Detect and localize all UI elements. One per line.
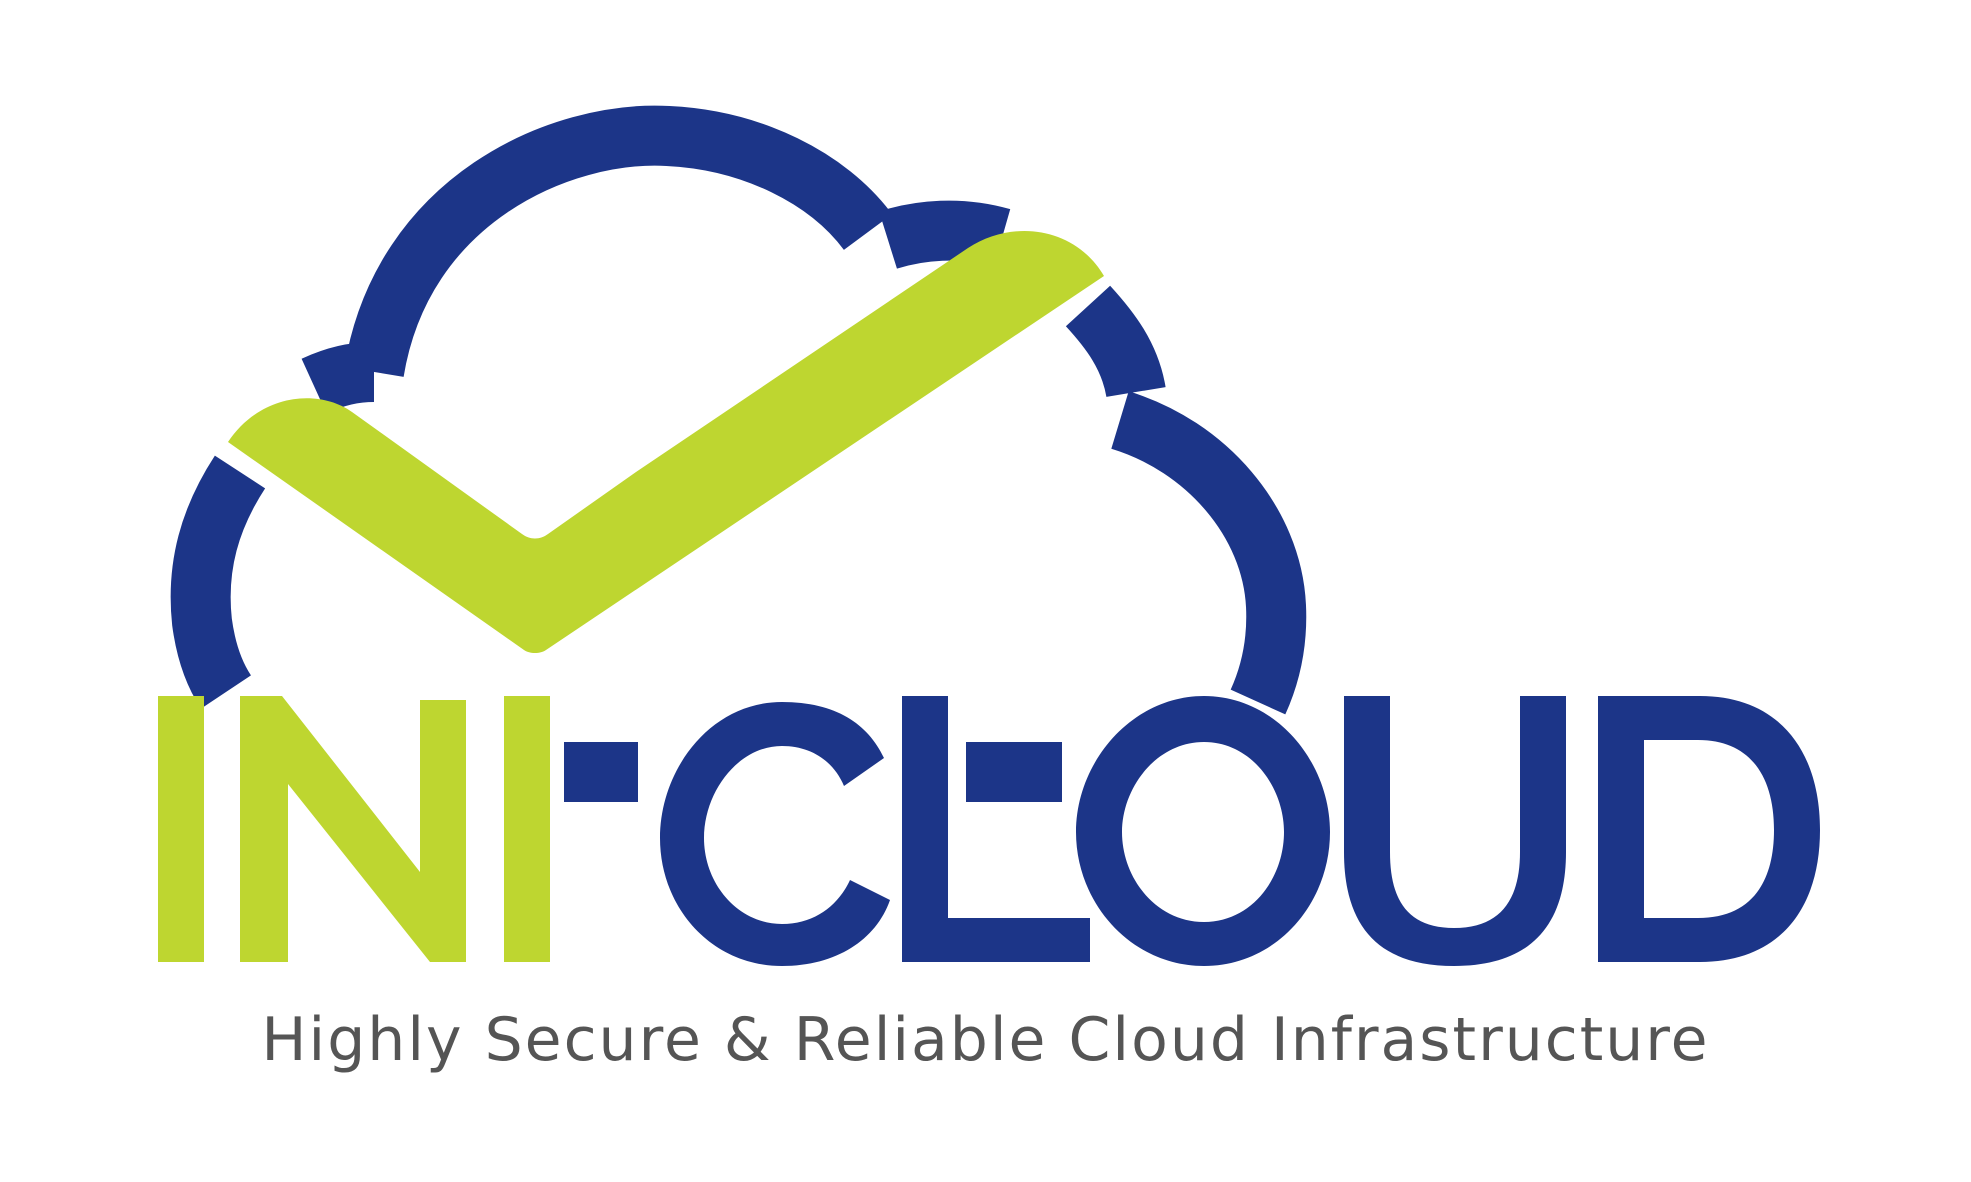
- checkmark-shape: [228, 231, 1104, 654]
- letter-c: [660, 702, 890, 966]
- wordmark-dash-2: [966, 742, 1062, 802]
- tagline: Highly Secure & Reliable Cloud Infrastru…: [261, 1005, 1710, 1075]
- cloud-right-shoulder: [1065, 285, 1166, 398]
- wordmark-ini: [158, 696, 550, 962]
- cloud-left-lip: [301, 342, 375, 414]
- checkmark-icon: [228, 231, 1104, 654]
- cloud-dome-arc: [344, 105, 893, 378]
- letter-u: [1344, 696, 1566, 966]
- cloud-right-lobe: [1110, 391, 1307, 715]
- cloud-left-lobe: [170, 455, 266, 709]
- wordmark-cloud: [564, 696, 1820, 966]
- letter-i-second: [504, 696, 550, 962]
- cloud-bump-top-right: [879, 200, 1011, 269]
- letter-d: [1598, 696, 1820, 962]
- letter-n: [240, 696, 466, 962]
- letter-l: [902, 696, 1090, 962]
- wordmark: [158, 696, 1820, 966]
- cloud-icon: [170, 105, 1307, 715]
- letter-o: [1076, 696, 1330, 966]
- letter-i-first: [158, 696, 204, 962]
- wordmark-dash-1: [564, 742, 638, 802]
